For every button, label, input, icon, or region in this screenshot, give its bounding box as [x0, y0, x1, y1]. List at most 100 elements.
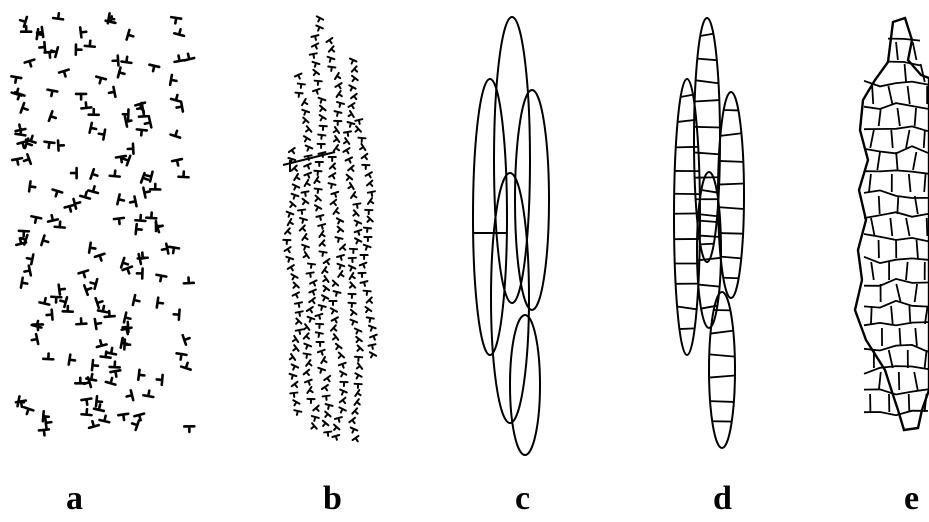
- dislocation-symbol: [39, 42, 45, 52]
- wall-dislocation-symbol: [351, 210, 359, 218]
- panel-c-cell-outlines: [473, 17, 549, 455]
- subdivided-cell-outline: [718, 92, 744, 298]
- dislocation-symbol: [41, 236, 49, 247]
- wall-dislocation-symbol: [302, 234, 309, 242]
- wall-dislocation-symbol: [319, 240, 327, 248]
- wall-dislocation-symbol: [348, 303, 355, 307]
- subgrain-boundary: [864, 322, 928, 325]
- wall-dislocation-symbol: [344, 131, 352, 136]
- wall-dislocation-symbol: [320, 295, 328, 302]
- wall-dislocation-symbol: [288, 219, 295, 227]
- wall-dislocation-symbol: [365, 210, 372, 214]
- wall-dislocation-symbol: [368, 326, 376, 332]
- dislocation-symbol: [76, 318, 86, 324]
- dislocation-symbol: [88, 185, 99, 193]
- wall-dislocation-symbol: [316, 324, 323, 328]
- wall-dislocation-symbol: [331, 200, 339, 208]
- wall-dislocation-symbol: [300, 225, 308, 233]
- wall-dislocation-symbol: [285, 228, 293, 236]
- dislocation-symbol: [39, 429, 50, 436]
- wall-dislocation-symbol: [335, 218, 343, 225]
- wall-dislocation-symbol: [355, 357, 362, 361]
- wall-dislocation-symbol: [310, 53, 318, 58]
- subgrain-boundary: [871, 306, 872, 324]
- wall-dislocation-symbol: [334, 121, 341, 125]
- wall-dislocation-symbol: [304, 173, 312, 179]
- wall-dislocation-symbol: [317, 144, 324, 148]
- dislocation-symbol: [46, 310, 52, 320]
- wall-dislocation-symbol: [304, 126, 312, 134]
- dislocation-symbol: [135, 215, 145, 221]
- transverse-wall: [700, 34, 714, 36]
- wall-dislocation-symbol: [303, 344, 311, 350]
- wall-dislocation-symbol: [355, 390, 362, 398]
- dislocation-symbol: [100, 415, 111, 423]
- wall-dislocation-symbol: [331, 325, 339, 333]
- dislocation-symbol: [108, 87, 115, 98]
- wall-dislocation-symbol: [309, 298, 317, 305]
- subgrain-boundary: [864, 103, 928, 109]
- wall-dislocation-symbol: [349, 418, 357, 426]
- wall-dislocation-symbol: [314, 81, 322, 86]
- wall-dislocation-symbol: [353, 238, 361, 245]
- dislocation-symbol: [23, 266, 30, 277]
- dislocation-symbol: [76, 94, 86, 100]
- dislocation-symbol: [133, 295, 141, 306]
- wall-dislocation-symbol: [355, 363, 362, 371]
- wall-dislocation-symbol: [365, 216, 373, 224]
- dislocation-symbol: [49, 111, 58, 122]
- dislocation-symbol: [155, 275, 166, 282]
- subgrain-boundary: [913, 152, 916, 170]
- wall-dislocation-symbol: [338, 371, 346, 378]
- subgrain-boundary: [877, 152, 880, 170]
- wall-dislocation-symbol: [339, 390, 347, 397]
- dislocation-symbol: [106, 377, 117, 385]
- wall-dislocation-symbol: [340, 244, 348, 252]
- dislocation-symbol: [110, 361, 120, 367]
- dislocation-symbol: [88, 420, 99, 428]
- transverse-wall: [679, 328, 694, 329]
- panel-label-c: c: [515, 482, 530, 516]
- subgrain-boundary: [917, 240, 918, 258]
- wall-dislocation-symbol: [335, 73, 342, 81]
- wall-dislocation-symbol: [314, 177, 321, 185]
- wall-dislocation-symbol: [319, 231, 326, 239]
- wall-dislocation-symbol: [347, 265, 355, 272]
- wall-dislocation-symbol: [353, 436, 361, 443]
- wall-dislocation-symbol: [304, 370, 312, 378]
- dislocation-symbol: [46, 90, 57, 97]
- wall-dislocation-symbol: [318, 305, 326, 311]
- wall-dislocation-symbol: [354, 337, 362, 345]
- wall-dislocation-symbol: [290, 393, 298, 398]
- dislocation-symbol: [184, 277, 194, 283]
- wall-dislocation-symbol: [350, 76, 358, 83]
- wall-dislocation-symbol: [348, 310, 356, 318]
- dislocation-symbol: [181, 361, 192, 369]
- dislocation-symbol: [170, 17, 181, 24]
- wall-dislocation-symbol: [358, 273, 365, 277]
- dislocation-symbol: [129, 196, 136, 207]
- wall-dislocation-symbol: [324, 259, 332, 266]
- wall-dislocation-symbol: [364, 237, 371, 241]
- wall-dislocation-symbol: [335, 83, 343, 90]
- wall-dislocation-symbol: [320, 421, 328, 429]
- transverse-wall: [709, 376, 735, 378]
- wall-dislocation-symbol: [353, 328, 361, 335]
- wall-dislocation-symbol: [347, 183, 354, 191]
- transverse-wall: [718, 207, 744, 209]
- dislocation-symbol: [172, 159, 183, 166]
- wall-dislocation-symbol: [354, 399, 362, 407]
- wall-dislocation-symbol: [315, 332, 323, 337]
- wall-dislocation-symbol: [368, 352, 376, 359]
- wall-dislocation-symbol: [333, 291, 341, 297]
- transverse-wall: [719, 233, 743, 234]
- subgrain-boundary: [871, 218, 875, 236]
- wall-dislocation-symbol: [361, 281, 369, 287]
- dislocation-symbol: [47, 214, 58, 222]
- wall-dislocation-symbol: [309, 290, 317, 296]
- dislocation-symbol: [22, 407, 33, 415]
- wall-dislocation-symbol: [288, 354, 295, 362]
- subgrain-boundary: [896, 42, 898, 60]
- dislocation-symbol: [25, 60, 36, 68]
- transverse-wall: [711, 331, 734, 334]
